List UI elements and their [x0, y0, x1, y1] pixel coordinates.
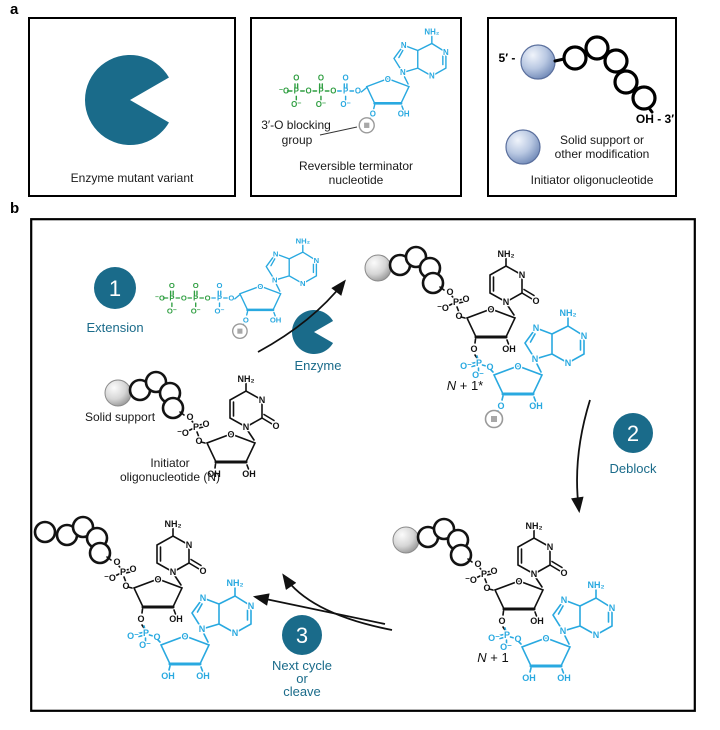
step-2-number: 2 [627, 421, 639, 446]
panel-a-label: a [10, 1, 19, 18]
three-prime-label: OH - 3′ [636, 112, 674, 126]
enzyme-pacman [291, 310, 334, 354]
step-3-label-line1: Next cycle [272, 658, 332, 673]
initiator-box-caption: Initiator oligonucleotide [531, 173, 654, 187]
extension-arrow [257, 279, 346, 353]
initiator-label-line2: oligonucleotide (N) [120, 470, 220, 484]
oligo-bead [562, 45, 588, 71]
initiator-label-line1: Initiator [150, 456, 189, 470]
support-sphere [520, 44, 556, 80]
terminator-caption-line1: Reversible terminator [299, 159, 413, 173]
step-1-label: Extension [86, 320, 143, 335]
step-1: 1 Extension [86, 267, 144, 335]
oligo-bead [584, 35, 610, 61]
legend-sphere [505, 129, 541, 165]
step-3-number: 3 [296, 623, 308, 648]
enzyme-box-caption: Enzyme mutant variant [71, 171, 194, 185]
step-2-label: Deblock [610, 461, 657, 476]
blocking-callout-line1: 3′-O blocking [261, 118, 331, 132]
chain-bond [647, 106, 654, 114]
step-3-label-line2: or [296, 671, 308, 686]
callout-pointer-line [319, 126, 358, 136]
solid-support-label: Solid support [85, 410, 156, 424]
legend-line2: other modification [555, 147, 650, 161]
panel-b-label: b [10, 200, 20, 217]
five-prime-label: 5′ - [499, 51, 516, 65]
step-3-circle [282, 615, 322, 655]
cleaved-product-structure [33, 517, 254, 681]
blocking-callout-line2: group [282, 133, 313, 147]
terminator-caption-line2: nucleotide [329, 173, 384, 187]
n-plus-1-star-structure: N + 1* [364, 247, 587, 428]
initiator-oligo-box: 5′ - OH - 3′ Solid support or other modi… [487, 17, 677, 197]
oligo-bead [631, 85, 657, 111]
cleave-arrow [252, 593, 386, 625]
cycle-diagram: 1 Extension Enzyme OH Solid support Init… [30, 218, 696, 712]
n-plus-1-label: N + 1 [477, 650, 508, 665]
n-plus-1-star-label: N + 1* [447, 378, 484, 393]
terminator-nucleotide-box: 3′-O blocking group Reversible terminato… [250, 17, 462, 197]
step-3: 3 Next cycle or cleave [272, 615, 332, 699]
n-italic: N [447, 378, 457, 393]
box-border [250, 17, 462, 197]
oligo-bead [613, 69, 639, 95]
n-italic: N [477, 650, 487, 665]
step-1-circle [94, 267, 136, 309]
step-2: 2 Deblock [610, 413, 657, 476]
next-cycle-arrow [282, 573, 393, 631]
step-1-number: 1 [109, 276, 121, 301]
atom-oh: OH [207, 469, 221, 479]
oligo-bead [603, 48, 629, 74]
enzyme-label: Enzyme [295, 358, 342, 373]
step-3-label-line3: cleave [283, 684, 321, 699]
initiator-structure: OH Solid support [85, 372, 280, 480]
panel-b-border [30, 218, 696, 712]
enzyme-mutant-box: Enzyme mutant variant [28, 17, 236, 197]
n-plus-1-structure: N + 1 [392, 519, 615, 683]
legend-line1: Solid support or [560, 133, 644, 147]
deblock-arrow [571, 399, 591, 514]
n-rest: + 1* [456, 378, 483, 393]
step-2-circle [613, 413, 653, 453]
n-rest: + 1 [487, 650, 509, 665]
